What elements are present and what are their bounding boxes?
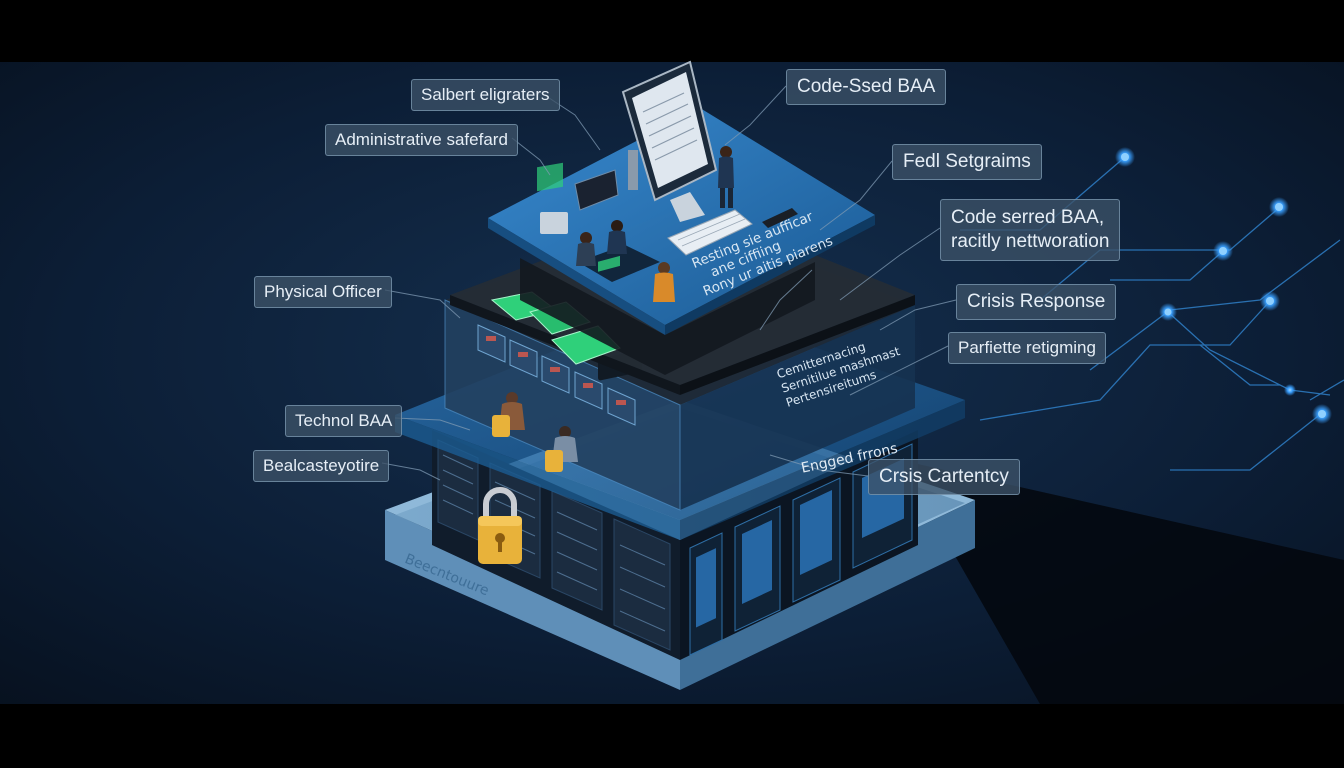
- callout-right-6: Crsis Cartentcy: [868, 459, 1020, 495]
- callout-right-3: Code serred BAA, racitly nettworation: [940, 199, 1121, 261]
- network-node-icon: [1115, 147, 1332, 424]
- callout-right-1: Code-Ssed BAA: [786, 69, 947, 105]
- computer-monitor-icon: [621, 60, 718, 222]
- callout-right-2: Fedl Setgraims: [892, 144, 1042, 180]
- lock-icon: [478, 487, 522, 564]
- callout-left-2: Administrative safefard: [325, 124, 518, 156]
- keyboard-icon: [667, 208, 798, 256]
- callout-right-3-line2: racitly nettworation: [951, 231, 1110, 252]
- callout-left-3: Physical Officer: [254, 276, 392, 308]
- callout-right-3-line1: Code serred BAA,: [951, 207, 1105, 228]
- callout-left-5: Bealcasteyotire: [253, 450, 390, 482]
- network-lines: [960, 156, 1344, 471]
- callout-left-1: Salbert eligraters: [411, 79, 560, 111]
- callout-right-4: Crisis Response: [956, 284, 1117, 320]
- callout-left-4: Technol BAA: [285, 405, 403, 437]
- callout-right-5: Parfiette retigming: [948, 332, 1106, 364]
